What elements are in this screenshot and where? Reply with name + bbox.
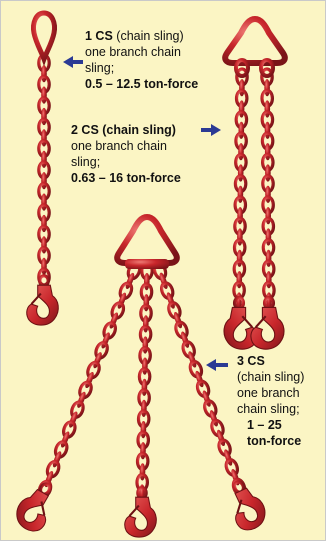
- sling2-load: 0.63 – 16 ton-force: [71, 171, 181, 185]
- chain-link: [238, 208, 243, 224]
- sling3-desc1: (chain sling): [237, 369, 325, 385]
- chain-link: [265, 80, 270, 96]
- chain-link: [144, 295, 149, 311]
- sling3-code: 3 CS: [237, 353, 325, 369]
- chain-link: [42, 216, 46, 232]
- sling1-desc1: (chain sling): [116, 29, 183, 43]
- chain-link: [42, 87, 46, 103]
- chain-link: [143, 316, 148, 332]
- chain-link: [42, 173, 46, 189]
- chain-link: [266, 186, 271, 202]
- chain-link: [141, 422, 146, 438]
- sling3-desc3: chain sling;: [237, 401, 325, 417]
- sling2-caption: 2 CS (chain sling) one branch chain slin…: [71, 122, 221, 186]
- sling3-chain-middle: [137, 263, 153, 501]
- chain-link: [238, 229, 243, 245]
- arrow-sling3: [206, 359, 228, 371]
- chain-link: [267, 272, 272, 288]
- sling2-desc3: sling;: [71, 155, 100, 169]
- chain-link: [237, 250, 242, 266]
- sling1-load: 0.5 – 12.5 ton-force: [85, 77, 198, 91]
- chain-link: [266, 165, 271, 181]
- sling2-code: 2 CS (chain sling): [71, 123, 176, 137]
- sling3-hook-left: [11, 477, 63, 536]
- chain-link: [42, 66, 46, 82]
- chain-link: [142, 379, 147, 395]
- chain-link: [266, 208, 271, 224]
- chain-link: [239, 122, 244, 138]
- sling3-master-link: [117, 217, 177, 269]
- chain-link: [265, 122, 270, 138]
- sling3-load-unit: ton-force: [237, 433, 325, 449]
- sling2-desc2: one branch chain: [71, 139, 167, 153]
- chain-link: [42, 151, 46, 167]
- chain-link: [140, 464, 145, 480]
- chain-link: [239, 144, 244, 160]
- chain-link: [143, 358, 148, 374]
- chain-link: [265, 144, 270, 160]
- sling3-load-range: 1 – 25: [237, 417, 325, 433]
- chain-link: [141, 443, 146, 459]
- sling1-master-link: [33, 13, 54, 59]
- arrow-sling1: [63, 56, 83, 68]
- chain-link: [265, 101, 270, 117]
- chain-link: [144, 274, 149, 290]
- sling1-desc2: one branch chain: [85, 45, 181, 59]
- chain-link: [237, 272, 242, 288]
- chain-link: [266, 229, 271, 245]
- chain-link: [239, 101, 244, 117]
- chain-link: [142, 400, 147, 416]
- sling1-chain: [39, 55, 49, 285]
- sling3-chain-right: [152, 262, 246, 497]
- chain-link: [238, 165, 243, 181]
- sling3-hook-right: [221, 476, 270, 534]
- chain-link: [42, 130, 46, 146]
- chain-link: [143, 337, 148, 353]
- sling1-caption: 1 CS (chain sling) one branch chain slin…: [85, 28, 235, 92]
- chain-link: [238, 186, 243, 202]
- sling3-desc2: one branch: [237, 385, 325, 401]
- chain-link: [266, 250, 271, 266]
- sling2-chain-left: [234, 69, 248, 309]
- sling1-code: 1 CS: [85, 29, 113, 43]
- chain-link: [240, 80, 245, 96]
- sling3-caption: 3 CS (chain sling) one branch chain slin…: [237, 353, 325, 449]
- sling2-chain-right: [262, 69, 274, 309]
- chain-link: [42, 109, 46, 125]
- sling1-desc3: sling;: [85, 61, 114, 75]
- chain-link: [42, 258, 46, 274]
- chain-link: [42, 237, 46, 253]
- chain-link: [42, 194, 46, 210]
